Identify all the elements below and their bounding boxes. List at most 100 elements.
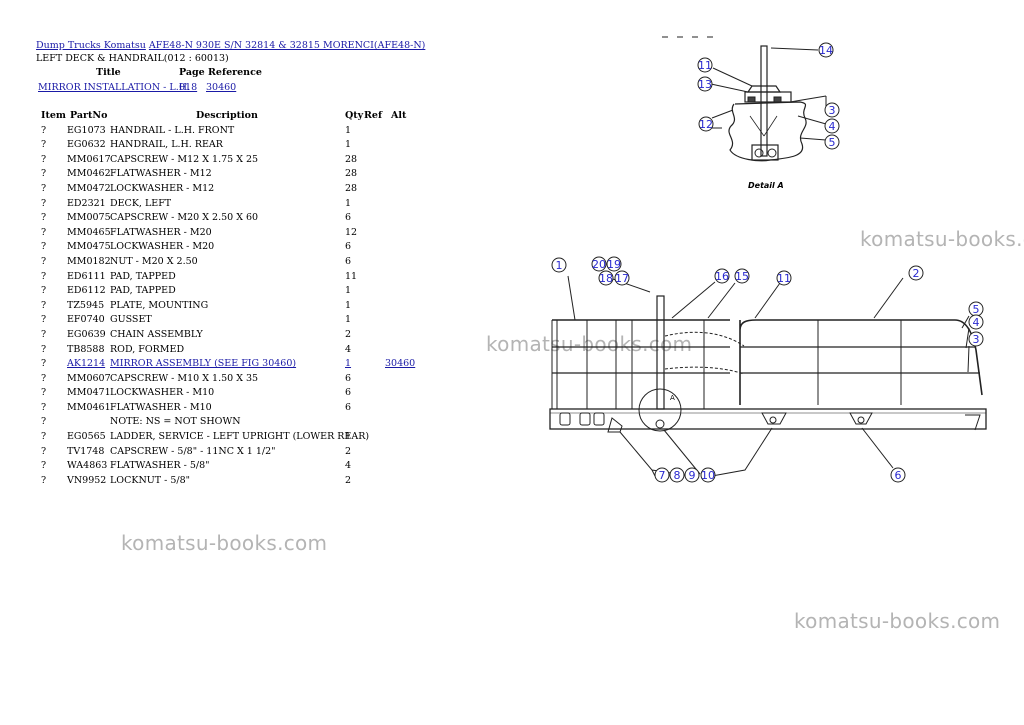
row-partno: MM0465 xyxy=(67,226,111,238)
row-description: FLATWASHER - M12 xyxy=(110,168,212,180)
row-item: ? xyxy=(41,401,47,413)
row-item: ? xyxy=(41,197,47,209)
reference-page-link[interactable]: 018 xyxy=(179,82,198,93)
callout-main-3: 18 xyxy=(598,270,614,286)
row-description: FLATWASHER - M10 xyxy=(110,401,212,413)
callout-number: 4 xyxy=(829,120,836,133)
detail-marker-a: A xyxy=(670,394,675,402)
breadcrumb-link-dump-trucks[interactable]: Dump Trucks Komatsu xyxy=(36,40,146,51)
callout-number: 12 xyxy=(699,118,713,131)
reference-title-link[interactable]: MIRROR INSTALLATION - L.H. xyxy=(38,82,191,93)
callout-main-10: 4 xyxy=(968,314,984,330)
callout-main-9: 5 xyxy=(968,301,984,317)
callout-number: 5 xyxy=(829,136,836,149)
reference-ref-link[interactable]: 30460 xyxy=(206,82,237,93)
callout-number: 20 xyxy=(592,258,606,271)
row-partno: MM0471 xyxy=(67,387,111,399)
callout-number: 2 xyxy=(913,267,920,280)
row-item: ? xyxy=(41,212,47,224)
row-item: ? xyxy=(41,431,47,443)
row-qty: 1 xyxy=(345,139,352,151)
watermark: komatsu-books.com xyxy=(486,332,693,356)
row-qty: 6 xyxy=(345,255,352,267)
row-description: ROD, FORMED xyxy=(110,343,185,355)
callout-number: 1 xyxy=(556,259,563,272)
detail-a-caption: Detail A xyxy=(748,181,784,190)
row-qty: 1 xyxy=(345,285,352,297)
callout-main-14: 9 xyxy=(684,467,700,483)
callout-main-13: 8 xyxy=(669,467,685,483)
row-qty: 28 xyxy=(345,168,358,180)
row-item: ? xyxy=(41,387,47,399)
reference-title-heading: Title xyxy=(96,67,121,78)
callout-number: 14 xyxy=(819,44,833,57)
callout-number: 15 xyxy=(735,270,749,283)
row-description: GUSSET xyxy=(110,314,152,326)
page-subtitle: LEFT DECK & HANDRAIL(012 : 60013) xyxy=(36,53,229,64)
row-item: ? xyxy=(41,139,47,151)
row-partno: MM0617 xyxy=(67,153,111,165)
row-partno: ED6111 xyxy=(67,270,106,282)
row-description: CAPSCREW - M12 X 1.75 X 25 xyxy=(110,153,259,165)
row-description: LOCKWASHER - M10 xyxy=(110,387,215,399)
row-ref-link[interactable]: 30460 xyxy=(385,358,416,370)
row-description: FLATWASHER - M20 xyxy=(110,226,212,238)
col-partno-heading: PartNo xyxy=(70,110,108,121)
row-description: NUT - M20 X 2.50 xyxy=(110,255,198,267)
row-qty-link[interactable]: 1 xyxy=(345,358,352,370)
col-description-heading: Description xyxy=(196,110,258,121)
row-partno: EF0740 xyxy=(67,314,105,326)
callout-number: 9 xyxy=(689,469,696,482)
row-description: LOCKNUT - 5/8" xyxy=(110,474,191,486)
callout-number: 16 xyxy=(715,270,729,283)
callout-number: 17 xyxy=(615,272,629,285)
row-partno: ED6112 xyxy=(67,285,106,297)
callout-main-0: 1 xyxy=(551,257,567,273)
row-qty: 1 xyxy=(345,314,352,326)
row-description: PAD, TAPPED xyxy=(110,270,176,282)
row-qty: 1 xyxy=(345,299,352,311)
row-description: CHAIN ASSEMBLY xyxy=(110,328,203,340)
breadcrumb: Dump Trucks Komatsu AFE48-N 930E S/N 328… xyxy=(36,40,425,51)
callout-main-15: 10 xyxy=(700,467,716,483)
callout-number: 18 xyxy=(599,272,613,285)
row-description: LOCKWASHER - M20 xyxy=(110,241,215,253)
callout-main-8: 2 xyxy=(908,265,924,281)
row-qty: 6 xyxy=(345,372,352,384)
row-partno: VN9952 xyxy=(67,474,107,486)
callout-main-7: 11 xyxy=(776,270,792,286)
watermark: komatsu-books.com xyxy=(794,609,1001,633)
row-partno-link[interactable]: AK1214 xyxy=(67,358,106,370)
row-item: ? xyxy=(41,255,47,267)
callout-main-5: 16 xyxy=(714,268,730,284)
col-qty-heading: Qty xyxy=(345,110,364,121)
row-item: ? xyxy=(41,416,47,428)
row-qty: 6 xyxy=(345,241,352,253)
row-partno: EG0565 xyxy=(67,431,106,443)
callout-detail-0: 14 xyxy=(818,42,834,58)
row-description-link[interactable]: MIRROR ASSEMBLY (SEE FIG 30460) xyxy=(110,358,297,370)
row-partno: ED2321 xyxy=(67,197,106,209)
row-partno: EG1073 xyxy=(67,124,106,136)
row-description: PAD, TAPPED xyxy=(110,285,176,297)
row-description: CAPSCREW - M20 X 2.50 X 60 xyxy=(110,212,259,224)
callout-number: 3 xyxy=(973,333,980,346)
row-qty: 6 xyxy=(345,387,352,399)
row-partno: MM0607 xyxy=(67,372,111,384)
row-partno: TV1748 xyxy=(67,445,105,457)
callout-detail-5: 4 xyxy=(824,118,840,134)
row-item: ? xyxy=(41,328,47,340)
breadcrumb-link-model[interactable]: AFE48-N 930E S/N 32814 & 32815 MORENCI(A… xyxy=(148,40,426,51)
row-partno: MM0075 xyxy=(67,212,111,224)
callout-number: 11 xyxy=(698,59,712,72)
callout-detail-6: 5 xyxy=(824,134,840,150)
row-qty: 1 xyxy=(345,431,352,443)
row-partno: MM0472 xyxy=(67,182,111,194)
row-item: ? xyxy=(41,343,47,355)
callout-main-16: 6 xyxy=(890,467,906,483)
detail-a-drawing xyxy=(662,36,827,162)
row-description: DECK, LEFT xyxy=(110,197,172,209)
callout-detail-2: 13 xyxy=(697,76,713,92)
